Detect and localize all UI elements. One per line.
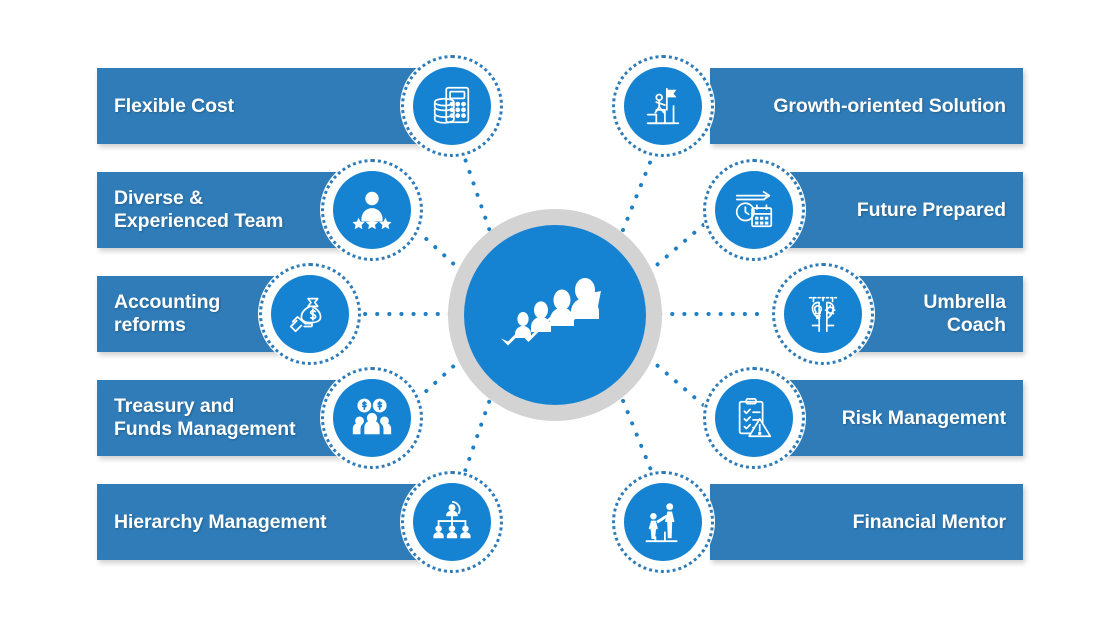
node-dotted-ring (612, 471, 714, 573)
bar-flexible-cost[interactable]: Flexible Cost (97, 68, 435, 144)
bar-label-accounting-reforms: Accounting reforms (114, 291, 221, 336)
node-disc (333, 171, 411, 249)
node-financial-mentor[interactable] (611, 470, 715, 574)
node-dotted-ring (401, 55, 503, 157)
bar-diverse-experienced-team[interactable]: Diverse & Experienced Team (97, 172, 356, 248)
node-disc (413, 483, 491, 561)
node-disc (784, 275, 862, 353)
bar-growth-oriented-solution[interactable]: Growth-oriented Solution (710, 68, 1023, 144)
bar-label-future-prepared: Future Prepared (856, 198, 1006, 221)
node-dotted-ring (259, 263, 361, 365)
bar-label-treasury-and-funds-management: Treasury and Funds Management (114, 395, 296, 440)
bar-label-growth-oriented-solution: Growth-oriented Solution (773, 94, 1006, 117)
node-umbrella-coach[interactable] (771, 262, 875, 366)
bar-label-risk-management: Risk Management (841, 406, 1006, 429)
node-accounting-reforms[interactable] (258, 262, 362, 366)
flag-stairs-climber-icon (646, 87, 680, 125)
bar-label-financial-mentor: Financial Mentor (852, 510, 1006, 533)
bar-financial-mentor[interactable]: Financial Mentor (710, 484, 1023, 560)
bar-risk-management[interactable]: Risk Management (778, 380, 1023, 456)
node-disc (413, 67, 491, 145)
center-hub[interactable] (448, 209, 662, 421)
bar-label-umbrella-coach: Umbrella Coach (923, 291, 1006, 336)
node-diverse-experienced-team[interactable] (320, 158, 424, 262)
node-disc (333, 379, 411, 457)
person-three-stars-icon (352, 191, 392, 230)
bar-label-diverse-experienced-team: Diverse & Experienced Team (114, 187, 284, 232)
calculator-coins-icon (433, 86, 470, 124)
node-dotted-ring (321, 159, 423, 261)
team-dollar-coins-icon (352, 398, 392, 435)
bar-label-flexible-cost: Flexible Cost (114, 94, 235, 117)
node-dotted-ring (772, 263, 874, 365)
node-growth-oriented-solution[interactable] (611, 54, 715, 158)
node-disc (271, 275, 349, 353)
hub-core (464, 225, 646, 405)
bar-future-prepared[interactable]: Future Prepared (778, 172, 1023, 248)
node-dotted-ring (401, 471, 503, 573)
node-dotted-ring (703, 367, 805, 469)
bar-treasury-and-funds-management[interactable]: Treasury and Funds Management (97, 380, 356, 456)
bar-hierarchy-management[interactable]: Hierarchy Management (97, 484, 435, 560)
node-risk-management[interactable] (702, 366, 806, 470)
node-flexible-cost[interactable] (400, 54, 504, 158)
node-treasury-and-funds-management[interactable] (320, 366, 424, 470)
node-dotted-ring (612, 55, 714, 157)
node-future-prepared[interactable] (702, 158, 806, 262)
two-heads-bulb-gear-icon (808, 296, 838, 333)
node-disc (624, 67, 702, 145)
node-dotted-ring (703, 159, 805, 261)
hand-money-bag-icon (289, 297, 322, 333)
node-disc (715, 379, 793, 457)
node-hierarchy-management[interactable] (400, 470, 504, 574)
node-dotted-ring (321, 367, 423, 469)
growth-arrow-people-icon (501, 278, 601, 346)
clock-calendar-arrow-icon (735, 190, 773, 228)
node-disc (624, 483, 702, 561)
clipboard-warning-icon (738, 397, 772, 438)
bar-label-hierarchy-management: Hierarchy Management (114, 510, 327, 533)
node-disc (715, 171, 793, 249)
org-chart-people-icon (433, 501, 471, 539)
mentor-helping-hand-icon (645, 503, 678, 543)
